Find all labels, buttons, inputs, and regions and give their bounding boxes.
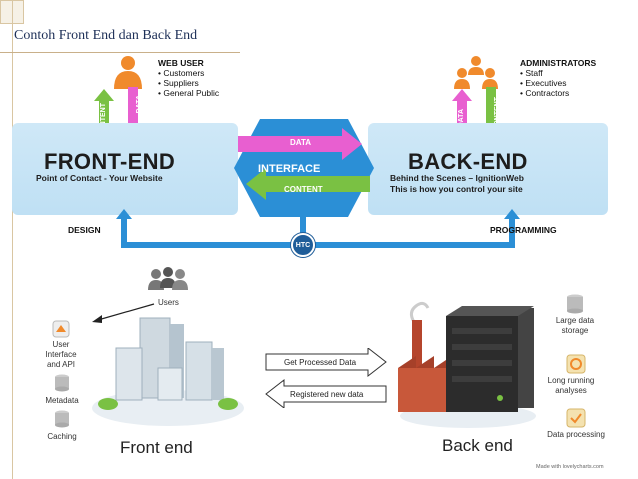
front-end-subtitle: Point of Contact - Your Website [36, 173, 163, 183]
pointer-arrow [92, 303, 155, 323]
title-underline [0, 52, 240, 53]
back-end-factory-illustration [398, 301, 536, 428]
interface-data-label: DATA [290, 138, 312, 147]
web-user-list: • Customers • Suppliers • General Public [158, 68, 219, 98]
frontend-backend-illustration: Users User Interface and API Metadata Ca… [12, 258, 626, 476]
data-processing-icon [566, 408, 586, 428]
back-end-subtitle: Behind the Scenes – IgnitionWeb [390, 173, 524, 183]
long-running-analyses-label: Long running analyses [547, 376, 595, 395]
programming-label: PROGRAMMING [490, 225, 557, 235]
large-data-storage-icon [567, 294, 583, 314]
data-processing-label: Data processing [547, 430, 605, 439]
web-user-item: • Suppliers [158, 78, 199, 88]
design-label: DESIGN [68, 225, 101, 235]
administrators-item: • Staff [520, 68, 543, 78]
flow-arrows [265, 348, 387, 408]
caching-label: Caching [47, 432, 77, 441]
web-user-icon [114, 56, 142, 89]
credit-text: Made with lovelycharts.com [536, 464, 604, 470]
administrators-heading: ADMINISTRATORS [520, 58, 597, 68]
administrators-item: • Contractors [520, 88, 570, 98]
interface-connector [234, 119, 374, 217]
caching-icon [55, 410, 69, 428]
front-end-title: FRONT-END [44, 149, 176, 174]
front-end-label: Front end [120, 438, 193, 457]
front-data-arrow-label: DATA [136, 95, 143, 114]
metadata-icon [55, 374, 69, 392]
get-processed-data-label: Get Processed Data [284, 358, 357, 367]
back-end-title: BACK-END [408, 149, 528, 174]
user-interface-label: User Interface and API [45, 340, 77, 369]
administrators-icon [454, 56, 498, 89]
htc-badge: HTC [291, 233, 315, 257]
long-running-analyses-icon [566, 354, 586, 374]
large-data-storage-label: Large data storage [555, 316, 595, 335]
users-label: Users [158, 298, 179, 307]
registered-new-data-label: Registered new data [290, 390, 364, 399]
front-end-city-illustration [92, 317, 244, 426]
web-user-item: • Customers [158, 68, 205, 78]
back-end-subtitle-2: This is how you control your site [390, 184, 523, 194]
administrators-item: • Executives [520, 78, 567, 88]
slide-title: Contoh Front End dan Back End [14, 28, 198, 43]
margin-line [12, 0, 13, 479]
user-interface-icon [52, 320, 70, 338]
web-user-item: • General Public [158, 88, 220, 98]
interface-content-label: CONTENT [284, 185, 323, 194]
users-icon [148, 267, 188, 290]
administrators-list: • Staff • Executives • Contractors [520, 68, 569, 98]
web-user-heading: WEB USER [158, 58, 204, 68]
back-end-label: Back end [442, 436, 513, 455]
front-end-panel: FRONT-END Point of Contact - Your Websit… [12, 123, 238, 215]
interface-label: INTERFACE [258, 163, 321, 175]
frontend-backend-diagram: WEB USER • Customers • Suppliers • Gener… [12, 55, 626, 257]
back-end-panel: BACK-END Behind the Scenes – IgnitionWeb… [368, 123, 608, 215]
metadata-label: Metadata [45, 396, 79, 405]
